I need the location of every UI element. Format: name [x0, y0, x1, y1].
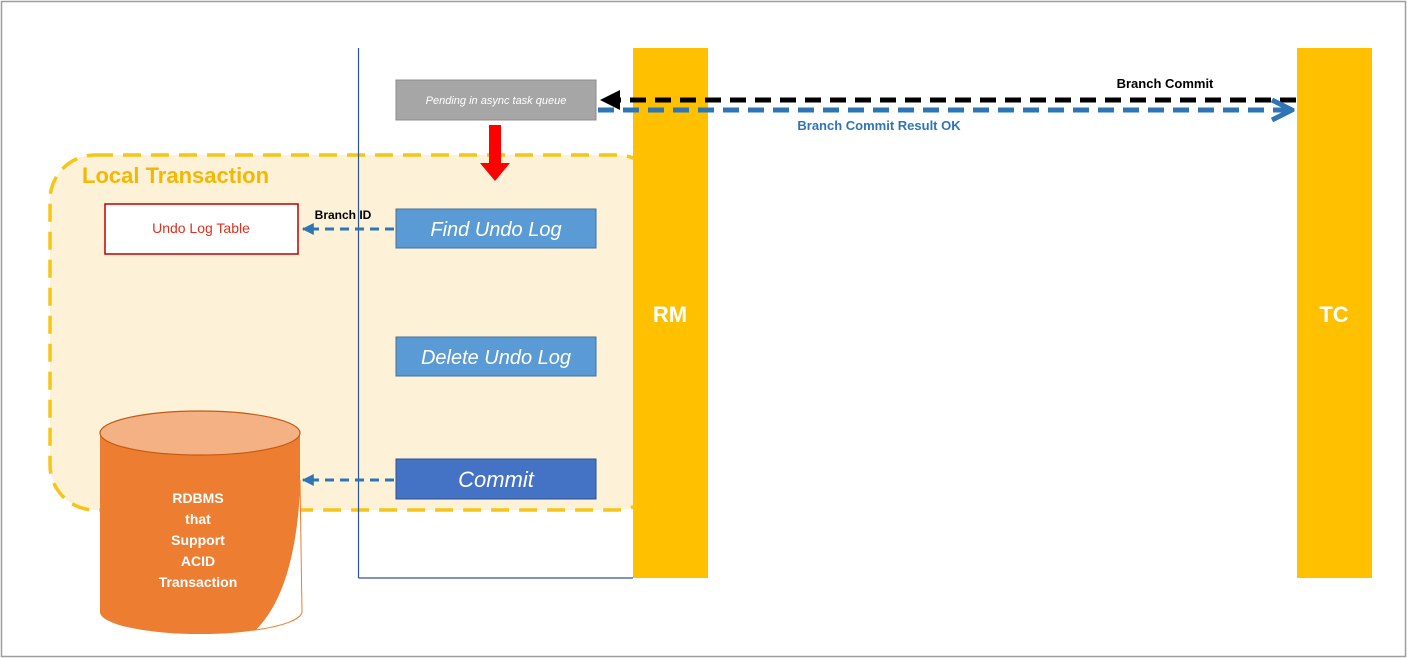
- rm-actor-bar: [633, 48, 708, 578]
- database-label-line4: ACID: [181, 553, 215, 569]
- commit-box: [395, 458, 597, 500]
- rm-actor-label: RM: [653, 302, 687, 327]
- undo-log-table-label: Undo Log Table: [152, 220, 250, 236]
- database-body: [100, 433, 300, 634]
- database-label-line2: that: [185, 511, 211, 527]
- branch-commit-label: Branch Commit: [1117, 76, 1214, 91]
- database-top: [99, 410, 301, 456]
- delete-undo-log-box: [395, 336, 597, 377]
- down-arrow-red: [480, 125, 510, 181]
- database-page-curl: [253, 479, 303, 631]
- pending-queue-box: [395, 79, 597, 121]
- database-label-line3: Support: [171, 532, 225, 548]
- commit-label: Commit: [458, 467, 535, 492]
- branch-id-label: Branch ID: [315, 208, 372, 222]
- database-cylinder: RDBMS that Support ACID Transaction: [99, 410, 303, 634]
- local-transaction-title: Local Transaction: [82, 163, 269, 188]
- branch-commit-result-label: Branch Commit Result OK: [797, 118, 961, 133]
- undo-log-table-box: [104, 203, 299, 255]
- tc-actor-bar: [1297, 48, 1372, 578]
- tc-actor-label: TC: [1319, 302, 1348, 327]
- delete-undo-log-label: Delete Undo Log: [421, 347, 571, 369]
- database-label-line5: Transaction: [159, 574, 238, 590]
- find-undo-log-box: [395, 208, 597, 249]
- find-undo-log-label: Find Undo Log: [430, 219, 561, 241]
- database-label-line1: RDBMS: [172, 490, 223, 506]
- pending-queue-label: Pending in async task queue: [426, 95, 567, 107]
